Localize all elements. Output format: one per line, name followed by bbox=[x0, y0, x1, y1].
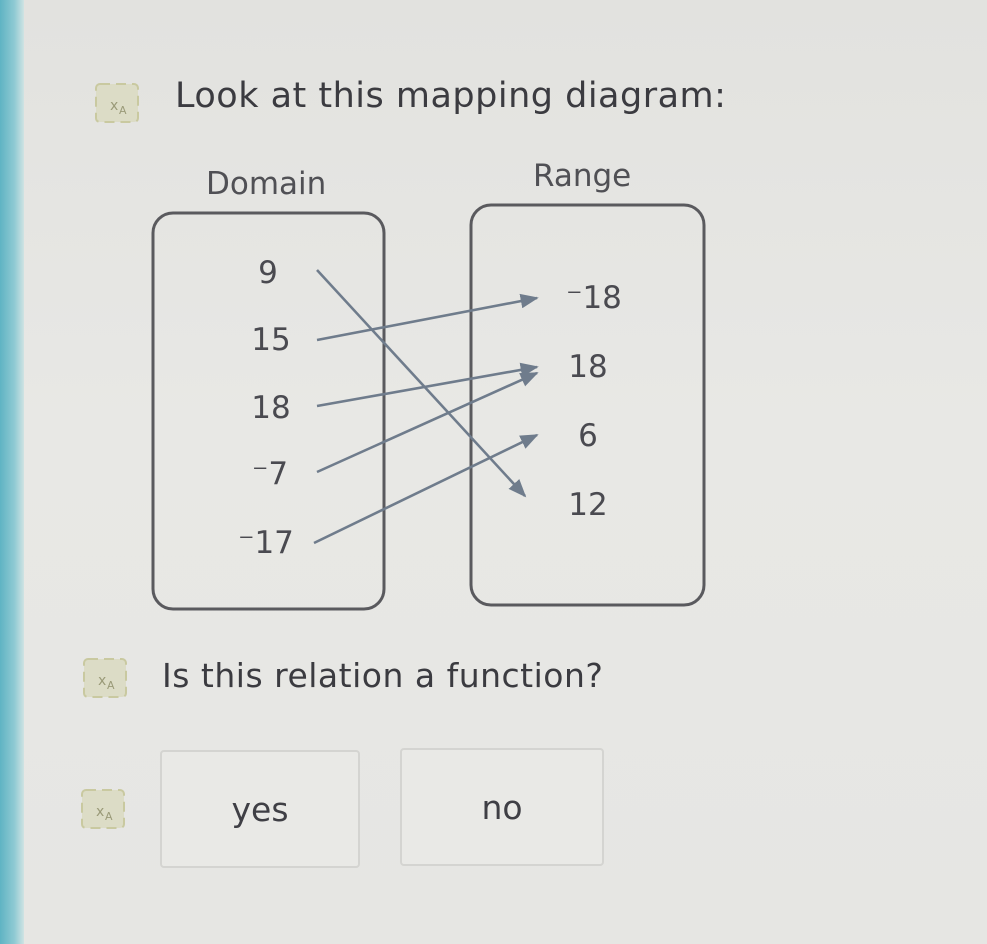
domain-title: Domain bbox=[206, 166, 327, 202]
svg-text:A: A bbox=[119, 104, 127, 117]
left-edge-strip bbox=[0, 0, 24, 944]
svg-text:x: x bbox=[98, 673, 106, 689]
range-value: 12 bbox=[568, 487, 608, 523]
range-box bbox=[469, 203, 706, 607]
svg-text:A: A bbox=[105, 810, 113, 823]
function-question: Is this relation a function? bbox=[162, 656, 604, 695]
question-prompt: Look at this mapping diagram: bbox=[175, 76, 727, 116]
range-value: 18 bbox=[568, 349, 608, 385]
arrow-9-to-12 bbox=[316, 269, 527, 498]
domain-value: 9 bbox=[258, 255, 278, 291]
range-title: Range bbox=[533, 158, 632, 194]
arrow-18-to-18 bbox=[316, 362, 539, 408]
domain-value: ⁻17 bbox=[238, 525, 294, 561]
arrow-neg17-to-6 bbox=[313, 433, 539, 545]
arrow-neg7-to-18 bbox=[316, 371, 539, 474]
svg-text:x: x bbox=[110, 98, 118, 114]
domain-value: 18 bbox=[251, 390, 291, 426]
no-button[interactable]: no bbox=[400, 748, 604, 866]
domain-value: ⁻7 bbox=[251, 456, 289, 492]
arrow-15-to-neg18 bbox=[316, 293, 539, 342]
domain-box bbox=[151, 211, 386, 611]
yes-button[interactable]: yes bbox=[160, 750, 360, 868]
svg-text:A: A bbox=[107, 679, 115, 692]
range-value: 6 bbox=[578, 418, 598, 454]
svg-text:x: x bbox=[96, 804, 104, 820]
range-value: ⁻18 bbox=[566, 280, 622, 316]
domain-value: 15 bbox=[251, 322, 291, 358]
